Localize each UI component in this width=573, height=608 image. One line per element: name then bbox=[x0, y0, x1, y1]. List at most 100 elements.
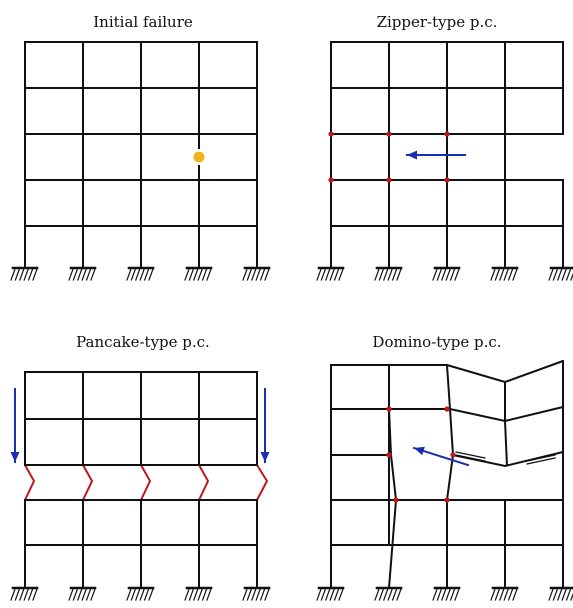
plastic-hinge bbox=[444, 131, 450, 137]
support-hatch bbox=[387, 588, 393, 601]
support-hatch bbox=[72, 268, 79, 281]
support-hatch bbox=[503, 268, 509, 281]
support-hatch bbox=[10, 588, 16, 601]
support-hatch bbox=[148, 588, 154, 601]
downward-arrow-right bbox=[260, 388, 270, 463]
support-hatch bbox=[320, 268, 327, 281]
plastic-hinge bbox=[386, 131, 392, 137]
buckled-column bbox=[256, 464, 269, 501]
support-hatch bbox=[494, 268, 501, 281]
plastic-hinge bbox=[444, 406, 450, 412]
support-hatch bbox=[454, 588, 460, 601]
support-hatch bbox=[378, 268, 385, 281]
arrow-head bbox=[10, 452, 20, 462]
support-hatch bbox=[135, 588, 141, 601]
support-hatch bbox=[396, 268, 402, 281]
support-hatch bbox=[512, 268, 518, 281]
support-hatch bbox=[561, 268, 567, 281]
plastic-hinge bbox=[444, 177, 450, 183]
support-hatch bbox=[188, 588, 195, 601]
support-hatch bbox=[19, 268, 25, 281]
support-hatch bbox=[391, 588, 398, 601]
pancake-collapse-frame bbox=[10, 371, 271, 601]
support-hatch bbox=[246, 588, 253, 601]
plastic-hinge bbox=[328, 131, 334, 137]
support-hatch bbox=[19, 588, 25, 601]
support-hatch bbox=[32, 588, 38, 601]
support-hatch bbox=[570, 592, 573, 601]
support-hatch bbox=[139, 268, 145, 281]
support-hatch bbox=[374, 588, 380, 601]
support-hatch bbox=[206, 268, 212, 281]
support-hatch bbox=[378, 588, 385, 601]
support-hatch bbox=[14, 268, 21, 281]
support-hatch bbox=[436, 268, 443, 281]
panel-title-domino: Domino-type p.c. bbox=[372, 333, 501, 351]
support-hatch bbox=[242, 268, 248, 281]
support-hatch bbox=[197, 268, 203, 281]
plastic-hinge bbox=[393, 497, 399, 503]
support-hatch bbox=[436, 588, 443, 601]
support-hatch bbox=[68, 268, 74, 281]
support-hatch bbox=[338, 588, 344, 601]
support-hatch bbox=[557, 268, 563, 281]
support-hatch bbox=[188, 268, 195, 281]
support-hatch bbox=[251, 268, 257, 281]
arrow-head bbox=[414, 446, 425, 456]
support-hatch bbox=[259, 268, 266, 281]
deformed-column bbox=[504, 382, 508, 467]
panel-title-zipper: Zipper-type p.c. bbox=[377, 13, 498, 31]
support-hatch bbox=[552, 588, 559, 601]
support-hatch bbox=[383, 588, 389, 601]
buckled-column bbox=[82, 464, 94, 501]
support-hatch bbox=[23, 268, 29, 281]
support-hatch bbox=[77, 588, 83, 601]
support-hatch bbox=[445, 268, 451, 281]
plastic-hinge bbox=[328, 177, 334, 183]
support-hatch bbox=[432, 268, 438, 281]
domino-collapse-frame bbox=[316, 360, 573, 601]
support-hatch bbox=[27, 268, 34, 281]
support-hatch bbox=[264, 268, 270, 281]
support-hatch bbox=[206, 588, 212, 601]
arrow-shaft bbox=[455, 451, 486, 459]
support-hatch bbox=[325, 268, 331, 281]
plastic-hinge bbox=[444, 497, 450, 503]
support-hatch bbox=[333, 268, 340, 281]
support-hatch bbox=[184, 588, 190, 601]
support-hatch bbox=[333, 588, 340, 601]
support-hatch bbox=[264, 588, 270, 601]
support-hatch bbox=[143, 588, 150, 601]
support-hatch bbox=[27, 588, 34, 601]
zipper-collapse-frame bbox=[316, 41, 573, 281]
support-hatch bbox=[441, 588, 447, 601]
tilted-column bbox=[446, 364, 455, 501]
support-hatch bbox=[565, 268, 572, 281]
support-hatch bbox=[329, 588, 335, 601]
support-hatch bbox=[449, 268, 456, 281]
support-hatch bbox=[490, 268, 496, 281]
support-hatch bbox=[320, 588, 327, 601]
support-hatch bbox=[201, 588, 208, 601]
support-hatch bbox=[130, 268, 137, 281]
buckled-column bbox=[24, 464, 36, 501]
support-hatch bbox=[432, 588, 438, 601]
column bbox=[387, 498, 398, 590]
support-hatch bbox=[548, 268, 554, 281]
support-hatch bbox=[561, 588, 567, 601]
support-hatch bbox=[255, 588, 261, 601]
arrow-shaft bbox=[455, 454, 486, 462]
support-hatch bbox=[246, 268, 253, 281]
support-hatch bbox=[499, 588, 505, 601]
buckled-column bbox=[140, 464, 152, 501]
support-hatch bbox=[259, 588, 266, 601]
support-hatch bbox=[201, 268, 208, 281]
arrow-head bbox=[260, 452, 270, 462]
support-hatch bbox=[387, 268, 393, 281]
support-hatch bbox=[552, 268, 559, 281]
support-hatch bbox=[197, 588, 203, 601]
plastic-hinge bbox=[386, 177, 392, 183]
support-hatch bbox=[23, 588, 29, 601]
support-hatch bbox=[499, 268, 505, 281]
support-hatch bbox=[445, 588, 451, 601]
